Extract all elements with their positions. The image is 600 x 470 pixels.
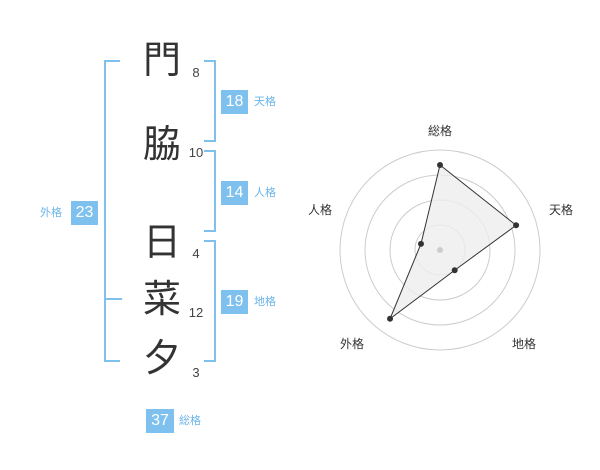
jinkaku-value-badge: 14 <box>221 181 248 205</box>
tenkaku-label: 天格 <box>254 95 276 108</box>
stroke-count-5: 3 <box>192 365 200 380</box>
stroke-count-3: 4 <box>192 246 200 261</box>
tenkaku-value-badge: 18 <box>221 90 248 114</box>
name-char-4: 菜 <box>142 277 181 321</box>
stroke-count-1: 8 <box>192 65 200 80</box>
radar-chart <box>339 149 541 351</box>
stroke-count-4: 12 <box>188 305 204 320</box>
tenkaku-bracket <box>204 60 216 142</box>
radar-label-chikaku: 地格 <box>511 337 536 351</box>
chikaku-value-badge: 19 <box>221 290 248 314</box>
soukaku-label: 総格 <box>179 414 201 427</box>
radar-point-2 <box>513 222 520 229</box>
soukaku-value-badge: 37 <box>146 409 174 433</box>
gaikaku-bracket-split <box>104 298 122 300</box>
gaikaku-value-badge: 23 <box>71 201 98 225</box>
name-char-2: 脇 <box>142 122 181 166</box>
name-char-1: 門 <box>142 38 181 82</box>
radar-point-1 <box>437 162 443 168</box>
chikaku-bracket <box>204 240 216 362</box>
radar-area <box>388 164 517 321</box>
radar-label-soukaku: 総格 <box>427 124 452 138</box>
radar-point-3 <box>451 267 458 274</box>
jinkaku-bracket <box>204 150 216 232</box>
radar-point-5 <box>417 240 424 247</box>
radar-label-tenkaku: 天格 <box>548 203 573 217</box>
radar-center-point <box>437 247 443 253</box>
radar-label-jinkaku: 人格 <box>307 203 332 217</box>
name-char-5: 夕 <box>142 336 181 380</box>
gaikaku-bracket <box>104 60 120 362</box>
radar-label-gaikaku: 外格 <box>339 337 364 351</box>
jinkaku-label: 人格 <box>254 186 276 199</box>
radar-point-4 <box>387 315 394 322</box>
stroke-count-2: 10 <box>188 145 204 160</box>
radar-ring <box>339 149 541 351</box>
chikaku-label: 地格 <box>254 295 276 308</box>
gaikaku-label: 外格 <box>40 206 62 219</box>
name-char-3: 日 <box>142 220 181 264</box>
